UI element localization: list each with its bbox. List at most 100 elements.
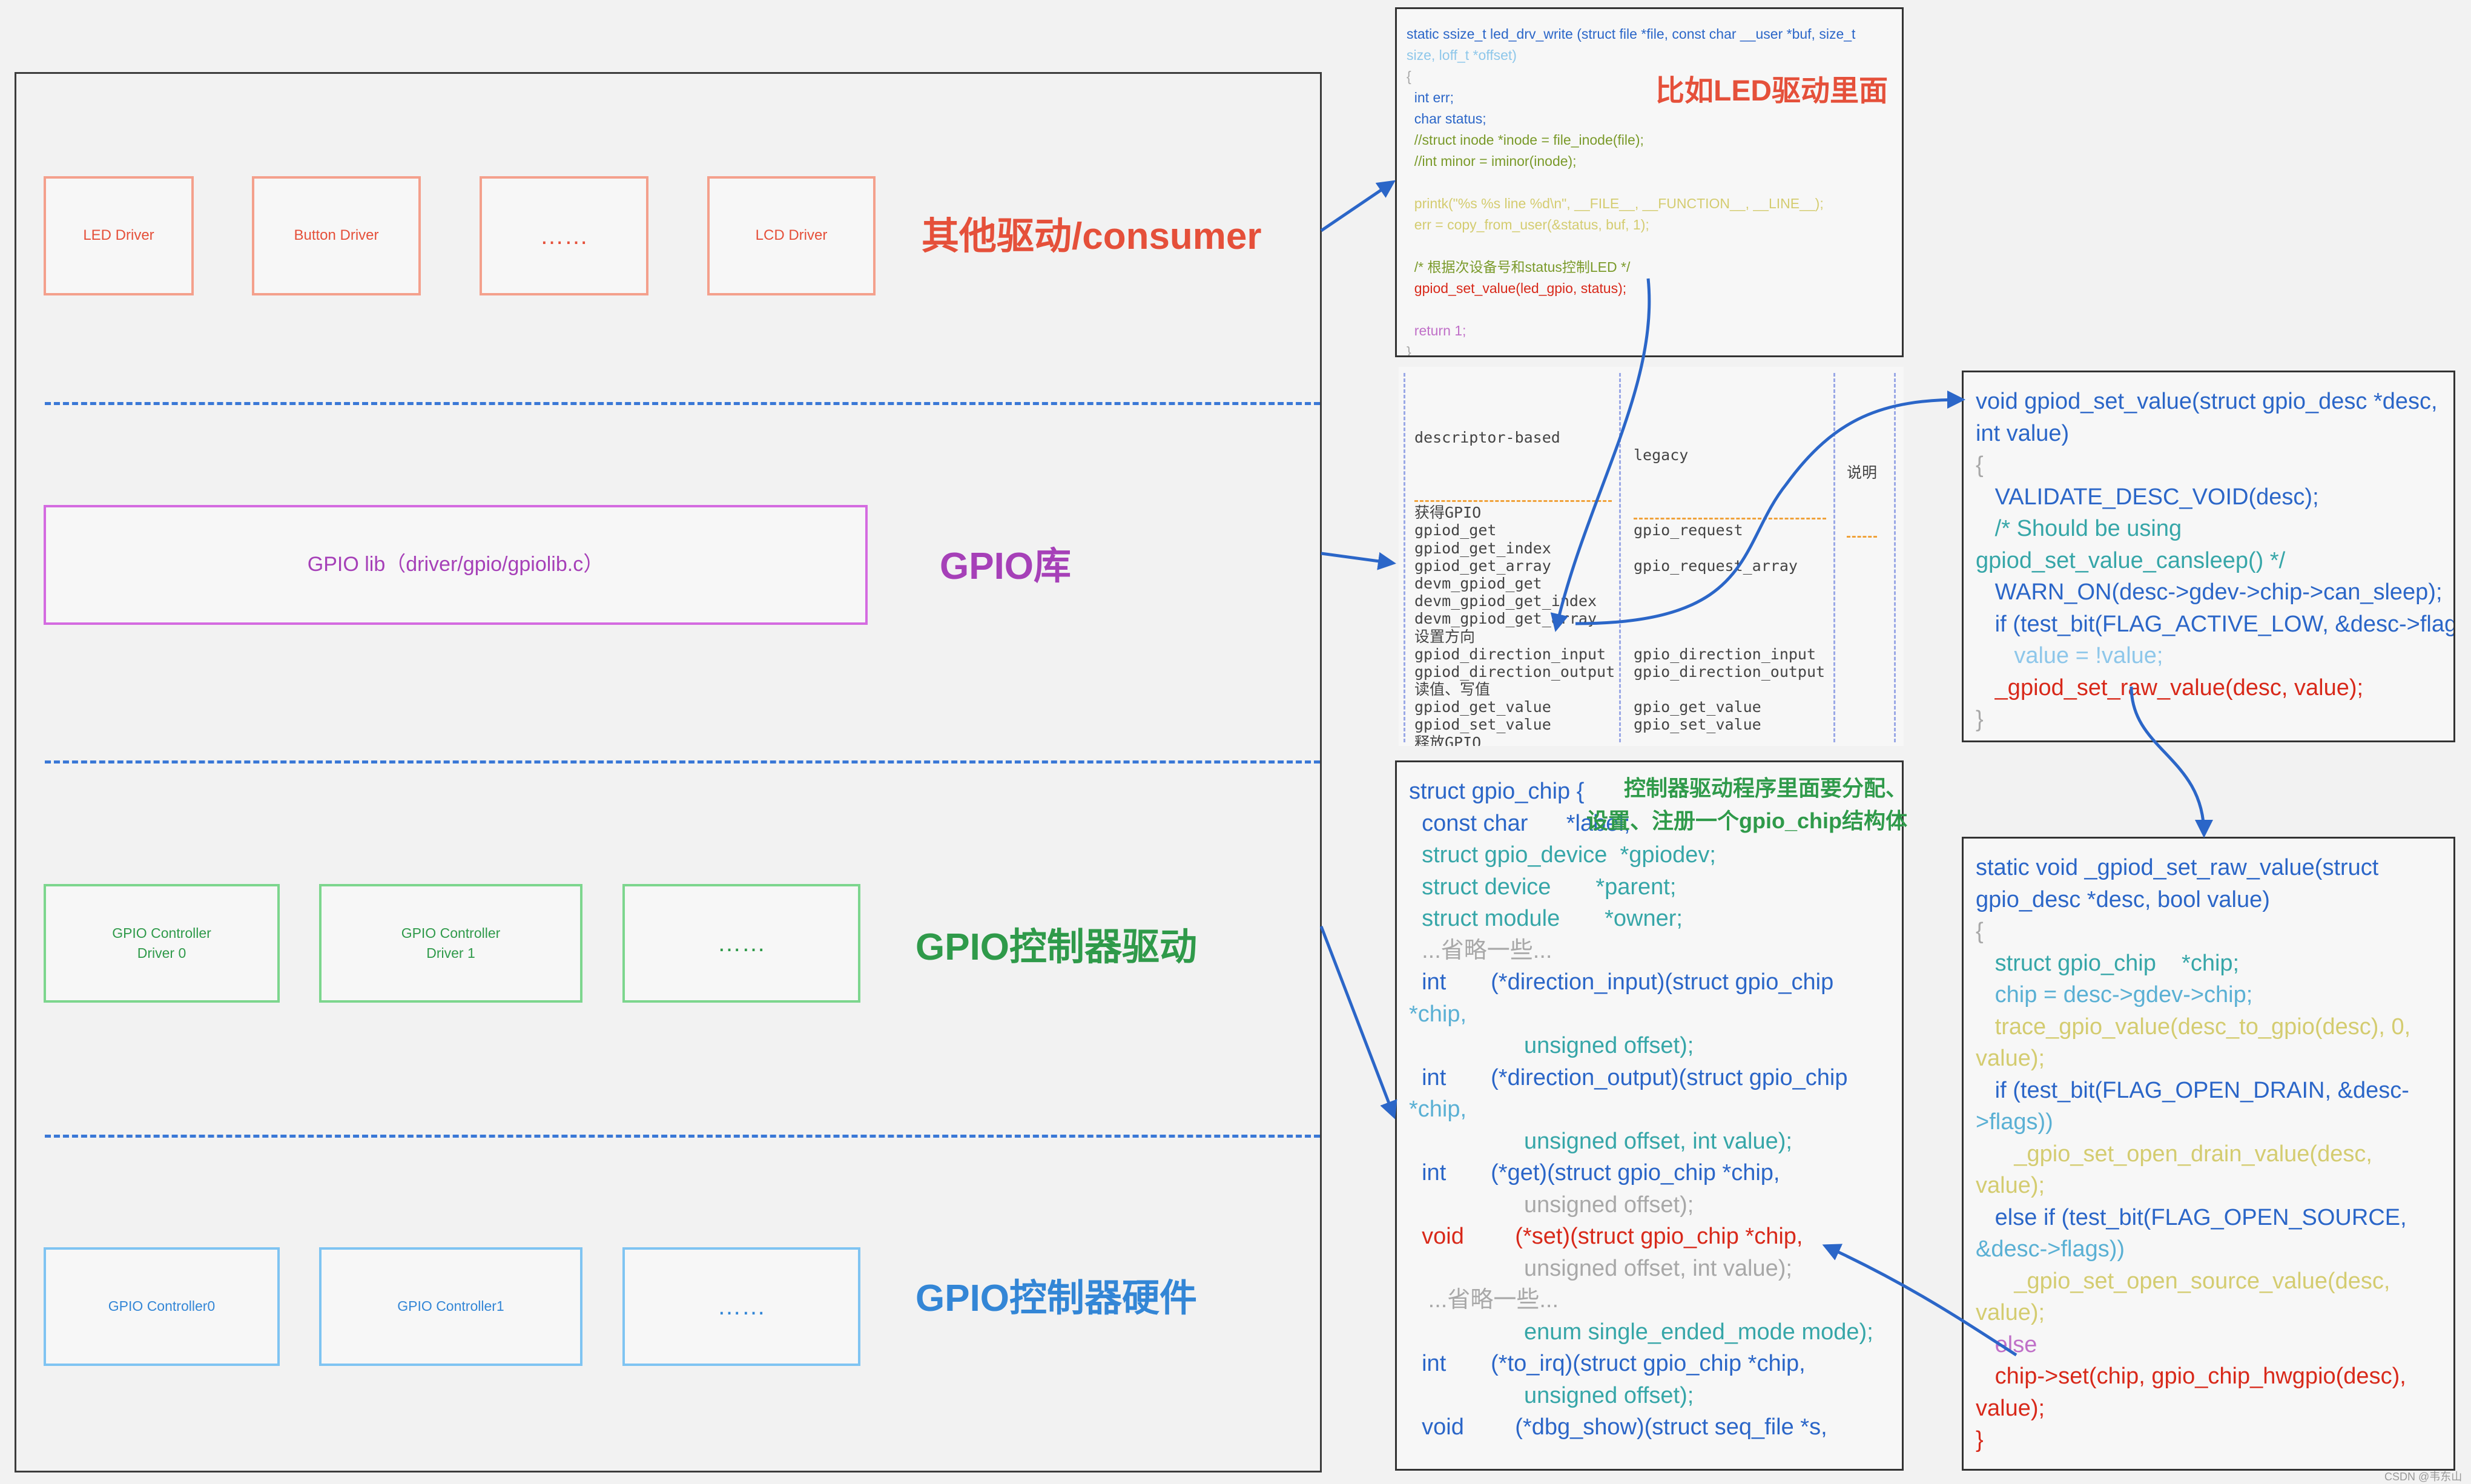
descriptor-api-cell: gpiod_get bbox=[1414, 521, 1497, 539]
code-line: unsigned offset, int value); bbox=[1409, 1255, 1792, 1281]
architecture-frame bbox=[15, 72, 1322, 1472]
code-line: gpio_desc *desc, bool value) bbox=[1976, 886, 2270, 912]
descriptor-api-cell: 释放GPIO bbox=[1414, 733, 1482, 746]
code-line: struct gpio_chip { bbox=[1409, 779, 1585, 804]
code-line: return 1; bbox=[1407, 323, 1466, 338]
descriptor-api-cell: devm_gpiod_get bbox=[1414, 574, 1542, 592]
code-line: unsigned offset); bbox=[1409, 1033, 1694, 1058]
descriptor-api-cell: gpiod_get_index bbox=[1414, 539, 1551, 557]
code-line: trace_gpio_value(desc_to_gpio(desc), 0, bbox=[1976, 1014, 2411, 1040]
code-line: *chip, bbox=[1409, 1097, 1467, 1122]
code-line: struct gpio_device *gpiodev; bbox=[1409, 842, 1716, 868]
controller1-hw-box[interactable]: GPIO Controller1 bbox=[319, 1247, 582, 1366]
gpiod-set-raw-value-code: static void _gpiod_set_raw_value(struct … bbox=[1962, 837, 2455, 1471]
header-descriptor: descriptor-based bbox=[1414, 428, 1560, 446]
led-driver-box[interactable]: LED Driver bbox=[44, 176, 194, 295]
descriptor-api-cell: gpiod_direction_output bbox=[1414, 662, 1615, 681]
code-line: *chip, bbox=[1409, 1001, 1467, 1027]
column-divider bbox=[1404, 373, 1405, 742]
code-line: _gpio_set_open_source_value(desc, bbox=[1976, 1268, 2390, 1294]
code-line: struct gpio_chip *chip; bbox=[1976, 950, 2240, 976]
led-example-annotation: 比如LED驱动里面 bbox=[1655, 75, 1889, 107]
table-header-rule bbox=[1414, 465, 1904, 538]
code-line: static void _gpiod_set_raw_value(struct bbox=[1976, 855, 2379, 880]
controller-driver-more-box[interactable]: …… bbox=[622, 884, 860, 1003]
gpio-chip-annotation: 控制器驱动程序里面要分配、 设置、注册一个gpio_chip结构体 bbox=[1586, 776, 1907, 833]
code-line: &desc->flags)) bbox=[1976, 1236, 2125, 1262]
table-row: gpiod_get_value gpio_get_value bbox=[1414, 698, 1904, 716]
code-line: void (*dbg_show)(struct seq_file *s, bbox=[1409, 1414, 1827, 1440]
gpiolib-to-table-arrow bbox=[1321, 552, 1396, 570]
code-line: void gpiod_set_value(struct gpio_desc *d… bbox=[1976, 389, 2438, 414]
code-line: //int minor = iminor(inode); bbox=[1407, 153, 1577, 169]
code-line: void (*set)(struct gpio_chip *chip, bbox=[1409, 1224, 1803, 1249]
descriptor-api-cell: 设置方向 bbox=[1414, 627, 1476, 645]
table-row: devm_gpiod_get_index bbox=[1414, 592, 1904, 610]
lcd-driver-box[interactable]: LCD Driver bbox=[707, 176, 876, 295]
code-line: unsigned offset, int value); bbox=[1409, 1128, 1792, 1154]
legacy-api-cell: gpio_get_value bbox=[1634, 698, 1761, 716]
code-line: gpiod_set_value_cansleep() */ bbox=[1976, 547, 2286, 573]
descriptor-api-cell: gpiod_get_value bbox=[1414, 698, 1551, 716]
legacy-api-cell: gpio_request_array bbox=[1634, 556, 1798, 575]
legacy-api-cell: gpio_direction_output bbox=[1634, 662, 1826, 681]
button-driver-box[interactable]: Button Driver bbox=[252, 176, 421, 295]
code-line: VALIDATE_DESC_VOID(desc); bbox=[1976, 484, 2319, 510]
code-line: value = !value; bbox=[1976, 643, 2163, 668]
code-line: if (test_bit(FLAG_OPEN_DRAIN, &desc- bbox=[1976, 1077, 2409, 1103]
table-row: gpiod_get_index bbox=[1414, 539, 1904, 557]
more-driver-box[interactable]: …… bbox=[480, 176, 648, 295]
gpio-chip-struct-code: struct gpio_chip { const char *label; st… bbox=[1395, 760, 1904, 1471]
layer-separator bbox=[45, 402, 1320, 405]
gpiolib-layer-label: GPIO库 bbox=[940, 546, 1072, 587]
controller0-hw-box[interactable]: GPIO Controller0 bbox=[44, 1247, 280, 1366]
controller-driver-layer-label: GPIO控制器驱动 bbox=[915, 926, 1198, 968]
column-divider bbox=[1619, 373, 1621, 742]
code-line: if (test_bit(FLAG_ACTIVE_LOW, &desc->fla… bbox=[1976, 611, 2455, 637]
controller-driver0-box[interactable]: GPIO Controller Driver 0 bbox=[44, 884, 280, 1003]
code-line: unsigned offset); bbox=[1409, 1192, 1694, 1218]
code-line: int (*direction_output)(struct gpio_chip bbox=[1409, 1064, 1848, 1090]
controller-hw-more-box[interactable]: …… bbox=[622, 1247, 860, 1366]
code-line: } bbox=[1976, 707, 1984, 732]
code-line: { bbox=[1407, 68, 1411, 84]
code-line: _gpiod_set_raw_value(desc, value); bbox=[1976, 674, 2364, 701]
raw-value-call-arrow bbox=[2130, 686, 2213, 838]
table-row: 释放GPIO bbox=[1414, 734, 1904, 746]
code-line: int value) bbox=[1976, 420, 2070, 446]
code-line: //struct inode *inode = file_inode(file)… bbox=[1407, 132, 1644, 148]
legacy-api-cell: gpio_direction_input bbox=[1634, 645, 1816, 663]
descriptor-api-cell: gpiod_direction_input bbox=[1414, 645, 1606, 663]
code-line: value); bbox=[1976, 1173, 2045, 1198]
code-line: int (*to_irq)(struct gpio_chip *chip, bbox=[1409, 1351, 1806, 1376]
code-line: unsigned offset); bbox=[1409, 1382, 1694, 1408]
code-line: value); bbox=[1976, 1300, 2045, 1325]
descriptor-api-cell: gpiod_set_value bbox=[1414, 716, 1551, 734]
controller-hw-layer-label: GPIO控制器硬件 bbox=[915, 1278, 1198, 1319]
table-row: 读值、写值 bbox=[1414, 681, 1904, 698]
code-line: int (*direction_input)(struct gpio_chip bbox=[1409, 969, 1834, 995]
table-row: 获得GPIO bbox=[1414, 504, 1904, 521]
gpiod-set-value-code: void gpiod_set_value(struct gpio_desc *d… bbox=[1962, 371, 2455, 742]
code-line: value); bbox=[1976, 1046, 2045, 1071]
code-line: } bbox=[1407, 344, 1411, 357]
code-line: >flags)) bbox=[1976, 1109, 2053, 1135]
code-line: static ssize_t led_drv_write (struct fil… bbox=[1407, 26, 1856, 42]
code-line: else if (test_bit(FLAG_OPEN_SOURCE, bbox=[1976, 1204, 2407, 1230]
controller-driver1-box[interactable]: GPIO Controller Driver 1 bbox=[319, 884, 582, 1003]
consumer-layer-label: 其他驱动/consumer bbox=[922, 216, 1262, 257]
code-line: chip->set(chip, gpio_chip_hwgpio(desc), bbox=[1976, 1364, 2406, 1389]
header-legacy: legacy bbox=[1634, 446, 1689, 464]
table-row: gpiod_direction_input gpio_direction_inpu… bbox=[1414, 645, 1904, 663]
gpiolib-box[interactable]: GPIO lib（driver/gpio/gpiolib.c） bbox=[44, 505, 868, 625]
code-line: enum single_ended_mode mode); bbox=[1409, 1319, 1873, 1345]
descriptor-api-cell: 获得GPIO bbox=[1414, 504, 1482, 522]
code-line: int (*get)(struct gpio_chip *chip, bbox=[1409, 1160, 1780, 1186]
code-line: size, loff_t *offset) bbox=[1407, 47, 1517, 63]
code-line: _gpio_set_open_drain_value(desc, bbox=[1976, 1141, 2372, 1167]
